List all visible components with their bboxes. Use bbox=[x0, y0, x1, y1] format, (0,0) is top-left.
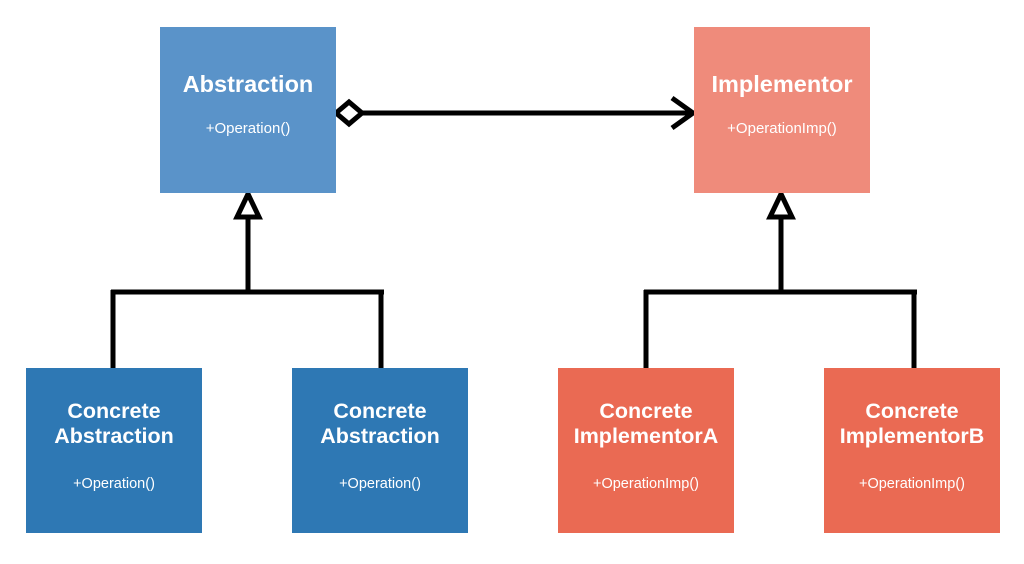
class-operations-concrete-abstraction-b: +Operation() bbox=[339, 475, 421, 492]
class-operations-concrete-abstraction-a: +Operation() bbox=[73, 475, 155, 492]
class-name-concrete-abstraction-b: Concrete Abstraction bbox=[320, 399, 440, 449]
class-operations-abstraction: +Operation() bbox=[205, 119, 291, 137]
hollow-triangle-icon bbox=[233, 188, 263, 220]
relationship-abstraction-uses-implementor bbox=[332, 95, 698, 131]
hollow-triangle-icon bbox=[766, 188, 796, 220]
relationship-concrete-implementors-inherit bbox=[643, 188, 917, 372]
class-operations-implementor: +OperationImp() bbox=[727, 119, 837, 137]
relationship-concrete-abstractions-inherit bbox=[110, 188, 384, 372]
class-operations-concrete-implementor-a: +OperationImp() bbox=[593, 475, 699, 492]
class-name-concrete-implementor-a: Concrete ImplementorA bbox=[573, 399, 719, 449]
class-name-implementor: Implementor bbox=[711, 71, 853, 97]
class-name-concrete-implementor-b: Concrete ImplementorB bbox=[839, 399, 985, 449]
class-box-concrete-abstraction-a[interactable]: Concrete Abstraction +Operation() bbox=[26, 368, 202, 533]
class-name-concrete-abstraction-a: Concrete Abstraction bbox=[54, 399, 174, 449]
class-box-concrete-abstraction-b[interactable]: Concrete Abstraction +Operation() bbox=[292, 368, 468, 533]
class-box-abstraction[interactable]: Abstraction +Operation() bbox=[160, 27, 336, 193]
class-box-concrete-implementor-b[interactable]: Concrete ImplementorB +OperationImp() bbox=[824, 368, 1000, 533]
class-box-implementor[interactable]: Implementor +OperationImp() bbox=[694, 27, 870, 193]
class-box-concrete-implementor-a[interactable]: Concrete ImplementorA +OperationImp() bbox=[558, 368, 734, 533]
class-name-abstraction: Abstraction bbox=[182, 71, 314, 97]
open-arrow-icon bbox=[670, 95, 698, 131]
hollow-diamond-icon bbox=[332, 98, 366, 128]
class-operations-concrete-implementor-b: +OperationImp() bbox=[859, 475, 965, 492]
